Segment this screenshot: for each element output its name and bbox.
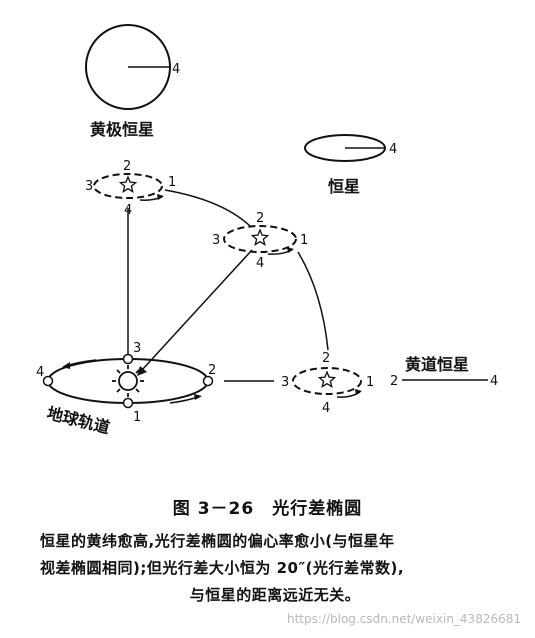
ellipse-c-num-4: 4 [322, 401, 330, 416]
ecliptic-star-num-4: 4 [490, 374, 498, 389]
connecting-curve [164, 189, 329, 351]
aberration-ellipse-diagram: 4 黄极恒星 4 恒星 黄道恒星 2 4 2 3 1 4 2 3 1 4 [36, 24, 498, 437]
figure-title: 图 3－26 光行差椭圆 [172, 499, 363, 519]
earth-orbit-group: 3 1 4 2 地球轨道 [36, 208, 274, 437]
ellipse-c [292, 367, 362, 395]
ecliptic-star-group: 黄道恒星 2 4 [390, 355, 498, 389]
pole-star-num-4: 4 [172, 62, 180, 77]
aberration-ellipse-c: 2 3 1 4 [281, 351, 374, 416]
ecliptic-star-label: 黄道恒星 [405, 355, 469, 374]
earth-num-1: 1 [133, 410, 141, 425]
ellipse-b-num-3: 3 [212, 233, 220, 248]
line-ellipse-b-to-sun [141, 249, 253, 371]
ellipse-b-num-4: 4 [256, 256, 264, 271]
star-num-4: 4 [389, 142, 397, 157]
star-ellipse-group: 4 恒星 [304, 134, 397, 196]
star-icon-a [118, 175, 138, 193]
ellipse-c-num-1: 1 [366, 375, 374, 390]
earth-orbit-label: 地球轨道 [45, 403, 112, 437]
ellipse-a-num-2: 2 [123, 159, 131, 174]
star-icon-b [250, 228, 270, 246]
orbit-arrowhead-c [355, 389, 362, 395]
description-line-2: 视差椭圆相同);但光行差大小恒为 20″(光行差常数), [40, 559, 405, 577]
line-arrowhead-to-sun [137, 366, 147, 376]
aberration-ellipse-a: 2 3 1 4 [85, 159, 176, 218]
orbit-motion-arrowhead-bottom [194, 394, 202, 400]
ellipse-a-num-3: 3 [85, 179, 93, 194]
aberration-ellipse-b: 2 3 1 4 [212, 211, 308, 271]
description-line-3: 与恒星的距离远近无关。 [189, 586, 361, 604]
earth-num-3: 3 [133, 341, 141, 356]
ellipse-c-num-3: 3 [281, 375, 289, 390]
earth-position-3 [122, 353, 134, 365]
description-line-1: 恒星的黄纬愈高,光行差椭圆的偏心率愈小(与恒星年 [40, 532, 395, 550]
ellipse-b-num-1: 1 [300, 233, 308, 248]
ecliptic-star-num-2: 2 [390, 374, 398, 389]
earth-position-1 [122, 397, 134, 409]
figure-description: 恒星的黄纬愈高,光行差椭圆的偏心率愈小(与恒星年 视差椭圆相同);但光行差大小恒… [40, 528, 510, 609]
ellipse-a [93, 173, 163, 199]
earth-position-4 [42, 375, 54, 387]
watermark: https://blog.csdn.net/weixin_43826681 [286, 612, 521, 626]
earth-num-2: 2 [208, 363, 216, 378]
ellipse-b-num-2: 2 [256, 211, 264, 226]
star-label: 恒星 [328, 177, 360, 196]
pole-star-label: 黄极恒星 [90, 120, 154, 139]
earth-num-4: 4 [36, 365, 44, 380]
orbit-arrowhead-b [287, 247, 294, 253]
pole-star-circle-group: 4 黄极恒星 [85, 24, 180, 139]
ellipse-c-num-2: 2 [322, 351, 330, 366]
ellipse-b [223, 225, 297, 253]
orbit-arrowhead-a [157, 194, 164, 200]
sun-icon [112, 365, 144, 397]
star-icon-c [317, 370, 337, 388]
earth-position-2 [202, 375, 214, 387]
orbit-motion-arrowhead-top [62, 362, 70, 369]
ellipse-a-num-1: 1 [168, 175, 176, 190]
